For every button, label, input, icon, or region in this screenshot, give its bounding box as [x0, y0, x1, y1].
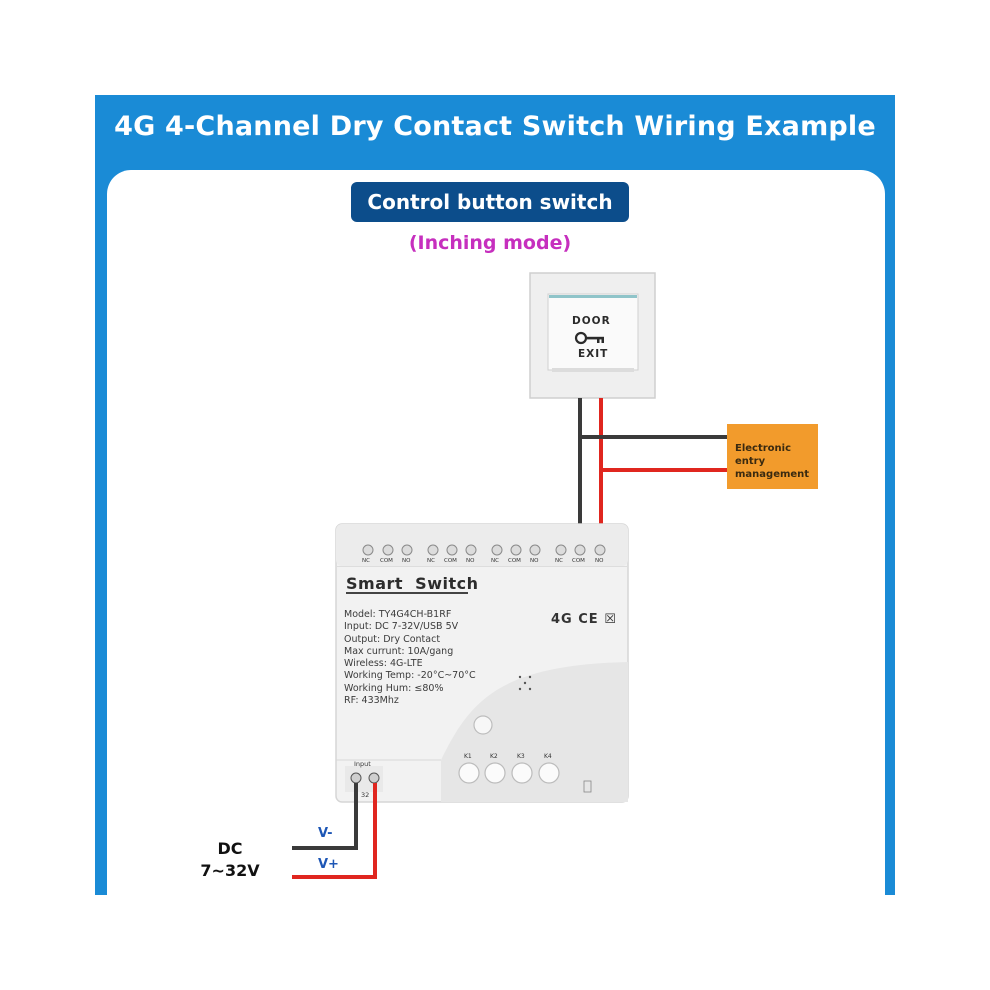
v-minus-label: V-: [318, 826, 333, 841]
key-label: K2: [490, 753, 498, 760]
door-exit-switch: [529, 272, 656, 399]
dc-voltage-label: DC 7~32V: [195, 838, 265, 882]
spec-line: Model: TY4G4CH-B1RF: [344, 609, 452, 620]
certification-marks: 4G CE ☒: [551, 612, 617, 627]
terminal-label: NO: [595, 558, 604, 564]
terminal-label: COM: [572, 558, 585, 564]
usb-port-icon: [583, 780, 592, 793]
spec-line: RF: 433Mhz: [344, 695, 399, 707]
terminal-label: NO: [402, 558, 411, 564]
terminal-label: NC: [491, 558, 499, 564]
device-name: Smart Switch: [346, 574, 479, 593]
terminal-label: NC: [427, 558, 435, 564]
electronic-entry-box: Electronic entry management: [727, 424, 818, 489]
spec-line: Working Hum: ≤80%: [344, 682, 444, 694]
terminal-label: NC: [555, 558, 563, 564]
key-label: K1: [464, 753, 472, 760]
pairing-button: [473, 715, 493, 735]
mode-label: (Inching mode): [408, 232, 572, 254]
terminal-label: COM: [444, 558, 457, 564]
exit-text: EXIT: [578, 348, 609, 360]
dc-line2: 7~32V: [200, 861, 260, 880]
v-plus-label: V+: [318, 857, 339, 872]
key-label: K4: [544, 753, 552, 760]
spec-line: Input: DC 7-32V/USB 5V: [344, 621, 459, 633]
diagram-title: 4G 4-Channel Dry Contact Switch Wiring E…: [114, 111, 876, 142]
spec-line: Working Temp: -20°C~70°C: [344, 670, 476, 682]
terminal-block: [362, 544, 606, 556]
input-voltage-label: 32: [361, 791, 370, 799]
terminal-label: COM: [508, 558, 521, 564]
key-icon: [574, 331, 604, 345]
input-terminals: [345, 766, 383, 792]
spec-line: Wireless: 4G-LTE: [344, 658, 423, 670]
terminal-label: NO: [530, 558, 539, 564]
electronic-box-line2: management: [735, 469, 810, 480]
input-label: Input: [354, 760, 371, 768]
spec-line: Output: Dry Contact: [344, 633, 441, 645]
terminal-label: NC: [362, 558, 370, 564]
terminal-label: COM: [380, 558, 393, 564]
power-wires: [292, 783, 377, 879]
spec-line: Max currunt: 10A/gang: [344, 645, 454, 657]
indicator-dots: [518, 675, 532, 691]
channel-keys: [458, 762, 560, 784]
dc-line1: DC: [217, 839, 243, 858]
device-specs: Model: TY4G4CH-B1RF Input: DC 7-32V/USB …: [344, 609, 476, 707]
terminal-label: NO: [466, 558, 475, 564]
device-name-underline: [346, 592, 468, 594]
door-text: DOOR: [572, 315, 611, 327]
control-button-label: Control button switch: [351, 182, 629, 222]
key-label: K3: [517, 753, 525, 760]
electronic-box-line1: Electronic entry: [735, 443, 792, 467]
